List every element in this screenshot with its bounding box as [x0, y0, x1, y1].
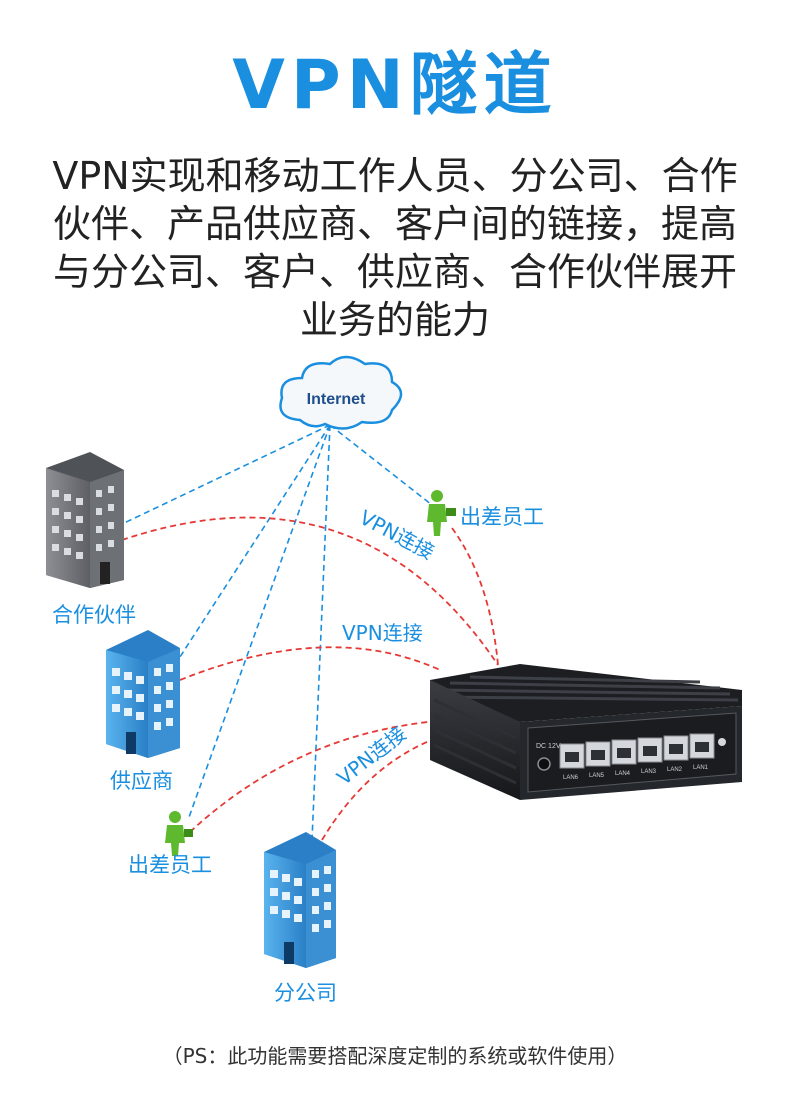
description-line: VPN实现和移动工作人员、分公司、合作 — [52, 154, 738, 198]
internet-label: Internet — [307, 391, 366, 408]
lan-ports — [559, 733, 715, 769]
vpn-arc-supplier — [179, 646, 441, 681]
description: VPN实现和移动工作人员、分公司、合作 伙伴、产品供应商、客户间的链接，提高 与… — [12, 152, 778, 344]
traveler-top-icon — [427, 490, 456, 536]
device-power-label: DC 12V — [536, 743, 561, 750]
internet-links — [119, 424, 433, 841]
footnote: （PS：此功能需要搭配深度定制的系统或软件使用） — [162, 1044, 628, 1068]
partner-building-icon — [46, 452, 124, 588]
vpn-label-middle: VPN连接 — [342, 621, 423, 645]
port-label: LAN6 — [563, 775, 579, 781]
link-traveler-top — [329, 424, 433, 506]
internet-cloud-icon: Internet — [279, 355, 403, 430]
description-line: 业务的能力 — [299, 298, 490, 342]
vpn-arc-partner — [121, 516, 499, 666]
description-line: 伙伴、产品供应商、客户间的链接，提高 — [52, 202, 737, 246]
port-label: LAN4 — [615, 771, 631, 777]
label-partner: 合作伙伴 — [52, 603, 136, 627]
vpn-arc-traveler — [451, 527, 499, 666]
vpn-links — [121, 516, 499, 841]
label-traveler-bottom: 出差员工 — [128, 853, 212, 877]
link-partner — [119, 424, 331, 526]
label-traveler-top: 出差员工 — [460, 505, 544, 529]
router-device-icon: DC 12V LAN6 LAN5 LAN4 LAN3 LAN2 LAN1 — [430, 664, 742, 800]
page-title: VPN隧道 — [232, 46, 558, 125]
label-branch: 分公司 — [274, 981, 337, 1005]
branch-building-icon — [264, 832, 336, 968]
vpn-arc-branch — [321, 734, 446, 841]
vpn-arc-traveler-bottom — [189, 719, 451, 833]
link-branch — [311, 424, 331, 841]
link-traveler-bottom — [187, 424, 331, 821]
link-supplier — [177, 424, 331, 661]
port-label: LAN1 — [693, 765, 709, 771]
port-label: LAN3 — [641, 769, 657, 775]
supplier-building-icon — [106, 630, 180, 758]
label-supplier: 供应商 — [110, 769, 173, 793]
description-line: 与分公司、客户、供应商、合作伙伴展开 — [52, 250, 737, 294]
port-label: LAN5 — [589, 773, 605, 779]
traveler-bottom-icon — [165, 811, 193, 856]
vpn-label-top: VPN连接 — [356, 505, 439, 564]
port-label: LAN2 — [667, 767, 683, 773]
vpn-label-bottom: VPN连接 — [332, 721, 410, 790]
